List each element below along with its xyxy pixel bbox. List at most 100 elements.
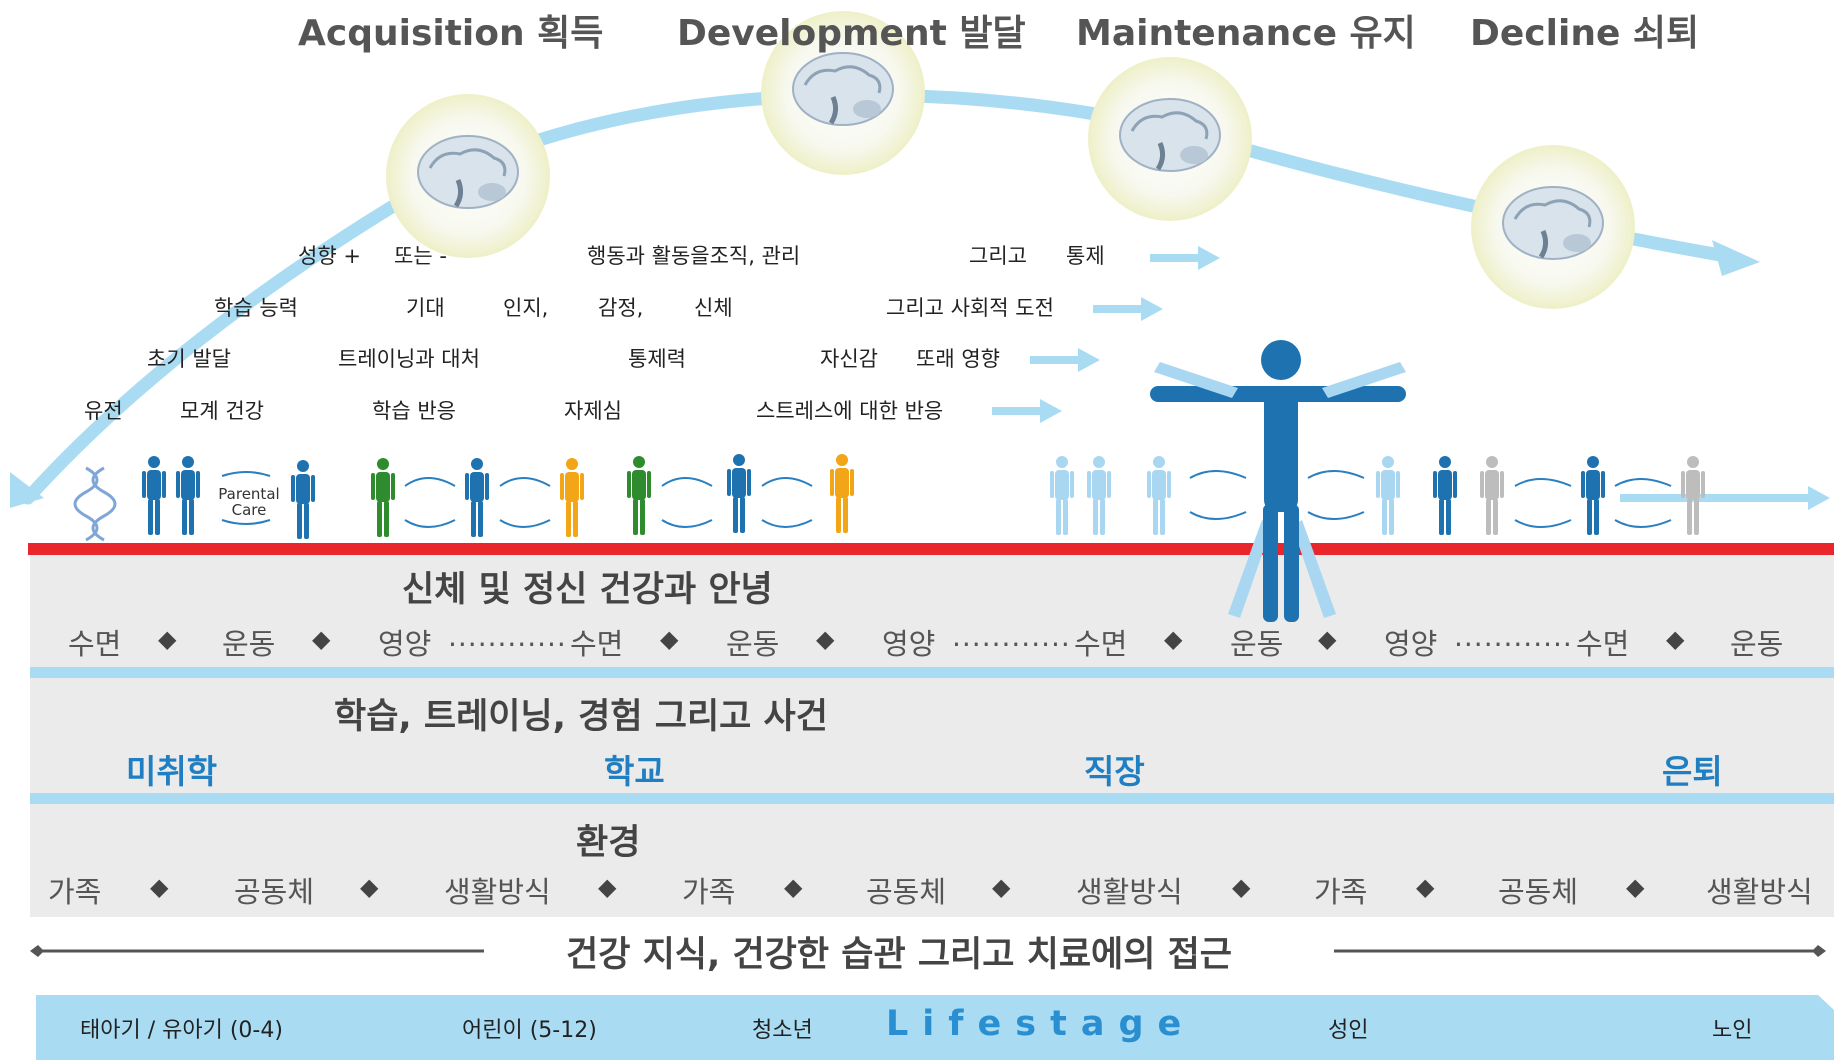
parental-care-label: Parental Care [218,485,280,519]
factor-text: 트레이닝과 대처 [338,347,480,371]
environment-item: 생활방식 [1706,875,1813,909]
dots-separator: ............ [952,620,1071,653]
diamond-separator: ◆ [360,873,379,901]
factor-text: 인지, [503,296,549,320]
environment-item: 공동체 [866,875,947,909]
health-item: 운동 [1730,627,1784,661]
diamond-separator: ◆ [816,625,835,653]
person-icon [1376,456,1400,535]
health-item: 운동 [726,627,780,661]
stage-preschool: 미취학 [126,752,218,791]
environment-item: 가족 [48,875,102,909]
dna-icon [73,466,117,542]
access-line [30,945,1826,957]
factor-text: 자신감 [820,347,878,371]
health-item: 수면 [570,627,624,661]
person-icon [371,458,395,537]
lifestage-child: 어린이 (5-12) [462,1018,597,1043]
lifestage-adult: 성인 [1328,1018,1369,1043]
factor-text: 신체 [694,296,733,320]
health-band-title: 신체 및 정신 건강과 안녕 [402,570,773,610]
factor-text: 스트레스에 대한 반응 [756,399,944,423]
brain-icon-maintenance [1088,57,1252,221]
health-item: 영양 [378,627,432,661]
stage-school: 학교 [604,752,665,791]
person-icon [1147,456,1171,535]
person-icon [830,454,854,533]
person-icon [1050,456,1074,535]
diamond-separator: ◆ [1626,873,1645,901]
diamond-separator: ◆ [1164,625,1183,653]
health-item: 운동 [1230,627,1284,661]
person-icon [176,456,200,535]
person-icon [291,460,315,539]
phase-development: Development 발달 [677,13,1026,54]
health-band [30,555,1834,667]
factor-text: 학습 반응 [372,399,456,423]
arrow-right-icon [992,399,1062,423]
stage-retirement: 은퇴 [1662,752,1723,791]
diamond-separator: ◆ [1416,873,1435,901]
diamond-separator: ◆ [660,625,679,653]
person-icon [465,458,489,537]
dots-separator: ............ [1454,620,1573,653]
phase-decline: Decline 쇠퇴 [1470,13,1700,54]
diamond-separator: ◆ [598,873,617,901]
learning-band-title: 학습, 트레이닝, 경험 그리고 사건 [334,697,828,737]
environment-band-title: 환경 [576,823,641,863]
lifestage-bar [36,995,1834,1060]
diamond-separator: ◆ [992,873,1011,901]
diamond-separator: ◆ [1666,625,1685,653]
band-divider [30,667,1834,678]
phase-acquisition: Acquisition 획득 [298,13,604,54]
environment-item: 공동체 [234,875,315,909]
factor-text: 그리고 사회적 도전 [886,296,1054,320]
person-icon [142,456,166,535]
health-item: 수면 [1576,627,1630,661]
arrow-right-icon [1030,348,1100,372]
factor-text: 감정, [598,296,644,320]
factor-text: 초기 발달 [147,347,231,371]
band-divider [30,793,1834,804]
person-icon [1581,456,1605,535]
person-icon [1433,456,1457,535]
brain-icon-development [761,11,925,175]
diamond-separator: ◆ [784,873,803,901]
environment-item: 가족 [1314,875,1368,909]
factor-text: 모계 건강 [180,399,264,423]
person-icon [727,454,751,533]
lifestage-elderly: 노인 [1712,1018,1753,1043]
health-item: 영양 [1384,627,1438,661]
environment-item: 생활방식 [1076,875,1183,909]
person-icon [627,456,651,535]
brain-icon-decline [1471,145,1635,309]
diamond-separator: ◆ [312,625,331,653]
arrow-right-icon [1093,297,1163,321]
factor-text: 또래 영향 [916,347,1000,371]
factor-text: 또는 - [394,244,447,268]
factor-text: 통제 [1066,244,1105,268]
large-person-icon [1150,340,1406,622]
factor-text: 성향 + [298,244,361,268]
person-icon [1681,456,1705,535]
person-icon [560,458,584,537]
curve-end-arrowhead [1712,240,1760,276]
person-icon [1087,456,1111,535]
diamond-separator: ◆ [150,873,169,901]
factor-text: 자제심 [564,399,622,423]
curve-start-arrowhead [10,472,44,508]
arrow-right-icon [1150,246,1220,270]
factor-text: 통제력 [628,347,686,371]
environment-band [30,804,1834,917]
lifestage-adolescent: 청소년 [752,1018,813,1043]
brain-icon-acquisition [386,94,550,258]
factor-text: 학습 능력 [214,296,298,320]
environment-item: 공동체 [1498,875,1579,909]
factor-text: 행동과 활동을조직, 관리 [587,244,801,268]
environment-item: 가족 [682,875,736,909]
red-divider-line [28,543,1834,555]
health-item: 수면 [1074,627,1128,661]
access-line-label: 건강 지식, 건강한 습관 그리고 치료에의 접근 [566,935,1233,975]
